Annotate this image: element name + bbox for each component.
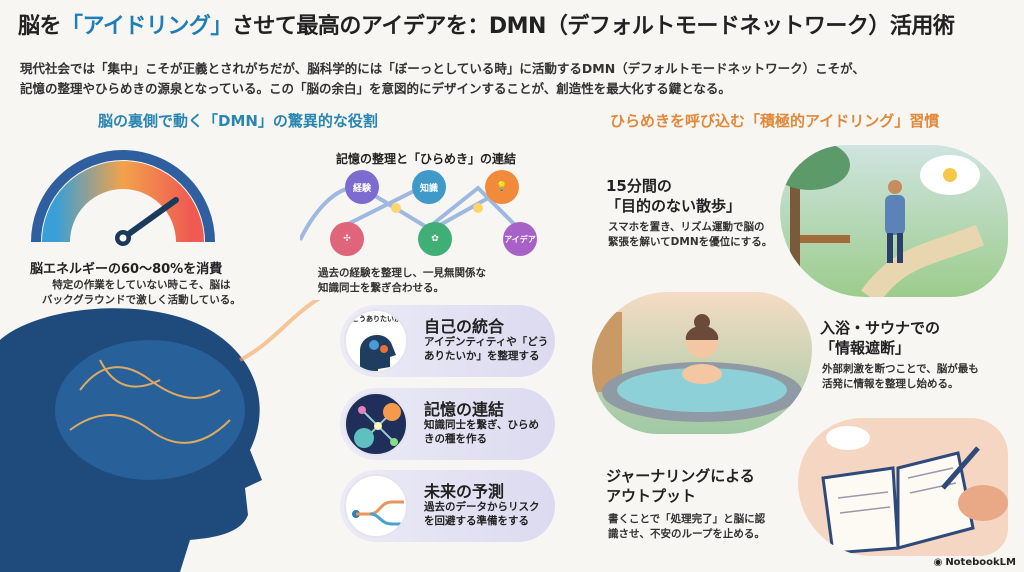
intro-line: 現代社会では「集中」こそが正義とされがちだが、脳科学的には「ぼーっとしている時」… (20, 61, 865, 76)
bath-illustration (592, 292, 812, 434)
journaling-illustration (798, 418, 1008, 556)
notebooklm-logo: ◉NotebookLM (934, 557, 1016, 568)
habit-title-line: ジャーナリングによる (606, 467, 755, 485)
role-self-integration: どうありたいか 自己の統合 アイデンティティや「どうありたいか」を整理する (340, 305, 555, 377)
gauge-caption: 脳エネルギーの60〜80%を消費 (30, 262, 223, 277)
gauge-desc-line: バックグラウンドで激しく活動している。 (42, 294, 241, 306)
title-highlight: 「アイドリング」 (61, 14, 232, 39)
role-future-prediction: 未来の予測 過去のデータからリスクを回避する準備をする (340, 470, 555, 542)
role-desc: 知識同士を繋ぎ、ひらめきの種を作る (424, 419, 539, 445)
node-experience: 経験 (345, 170, 379, 204)
habit-desc-line: 外部刺激を断つことで、脳が最も (822, 363, 979, 375)
role-desc: 過去のデータからリスクを回避する準備をする (424, 501, 540, 527)
habit-title: 入浴・サウナでの「情報遮断」 (820, 318, 940, 358)
role-desc: アイデンティティや「どうありたいか」を整理する (424, 336, 549, 362)
habit-desc: スマホを置き、リズム運動で脳の緊張を解いてDMNを優位にする。 (608, 220, 772, 250)
brain-head-illustration (0, 300, 321, 572)
intro-line: 記憶の整理やひらめきの源泉となっている。この「脳の余白」を意図的にデザインするこ… (20, 81, 731, 96)
branching-path-icon (344, 474, 408, 538)
node-icon: ✿ (418, 222, 452, 256)
role-memory-link: 記憶の連結 知識同士を繋ぎ、ひらめきの種を作る (340, 388, 555, 460)
role-title: 未来の予測 (424, 482, 505, 501)
network-desc-line: 過去の経験を整理し、一見無関係な (318, 267, 486, 279)
network-title: 記憶の整理と「ひらめき」の連結 (336, 152, 517, 166)
network-icon: ✣ (330, 222, 364, 256)
node-knowledge: 知識 (412, 170, 446, 204)
habit-title: ジャーナリングによるアウトプット (606, 466, 755, 506)
icon-text: どうありたいか (352, 315, 401, 323)
gauge-desc-line: 特定の作業をしていない時こそ、脳は (52, 279, 231, 291)
habit-desc-line: スマホを置き、リズム運動で脳の (608, 221, 765, 233)
walking-illustration (780, 145, 1008, 297)
habit-desc: 書くことで「処理完了」と脳に認識させ、不安のループを止める。 (608, 512, 765, 542)
right-section-heading: ひらめきを呼び込む「積極的アイドリング」習慣 (610, 112, 940, 130)
notebooklm-icon: ◉ (933, 557, 943, 568)
energy-gauge (31, 150, 215, 246)
habit-title-line: アウトプット (606, 487, 697, 505)
head-gears-icon: どうありたいか (344, 309, 408, 373)
habit-title-line: 「目的のない散歩」 (606, 197, 742, 215)
gauge-desc: 特定の作業をしていない時こそ、脳はバックグラウンドで激しく活動している。 (42, 278, 241, 308)
network-desc: 過去の経験を整理し、一見無関係な知識同士を繋ぎ合わせる。 (318, 266, 486, 296)
title-part: させて最高のアイデアを：DMN（デフォルトモードネットワーク）活用術 (231, 14, 955, 39)
habit-title-line: 「情報遮断」 (820, 339, 911, 357)
habit-title-line: 15分間の (606, 177, 672, 195)
lightbulb-icon: 💡 (485, 170, 519, 204)
habit-title-line: 入浴・サウナでの (820, 319, 941, 337)
network-desc-line: 知識同士を繋ぎ合わせる。 (318, 282, 444, 294)
role-title: 自己の統合 (424, 317, 505, 336)
brand-label: NotebookLM (945, 557, 1016, 568)
habit-title: 15分間の「目的のない散歩」 (606, 176, 741, 216)
habit-desc-line: 緊張を解いてDMNを優位にする。 (608, 236, 773, 248)
role-title: 記憶の連結 (424, 400, 505, 419)
title-part: 脳を (18, 14, 62, 39)
node-idea: アイデア (503, 222, 537, 256)
habit-desc-line: 書くことで「処理完了」と脳に認 (608, 513, 766, 525)
habit-desc: 外部刺激を断つことで、脳が最も活発に情報を整理し始める。 (822, 362, 979, 392)
page-title: 脳を「アイドリング」させて最高のアイデアを：DMN（デフォルトモードネットワーク… (18, 8, 955, 40)
habit-desc-line: 識させ、不安のループを止める。 (608, 528, 765, 540)
memory-connection-icon (344, 392, 408, 456)
left-section-heading: 脳の裏側で動く「DMN」の驚異的な役割 (98, 112, 378, 130)
habit-desc-line: 活発に情報を整理し始める。 (822, 378, 959, 390)
